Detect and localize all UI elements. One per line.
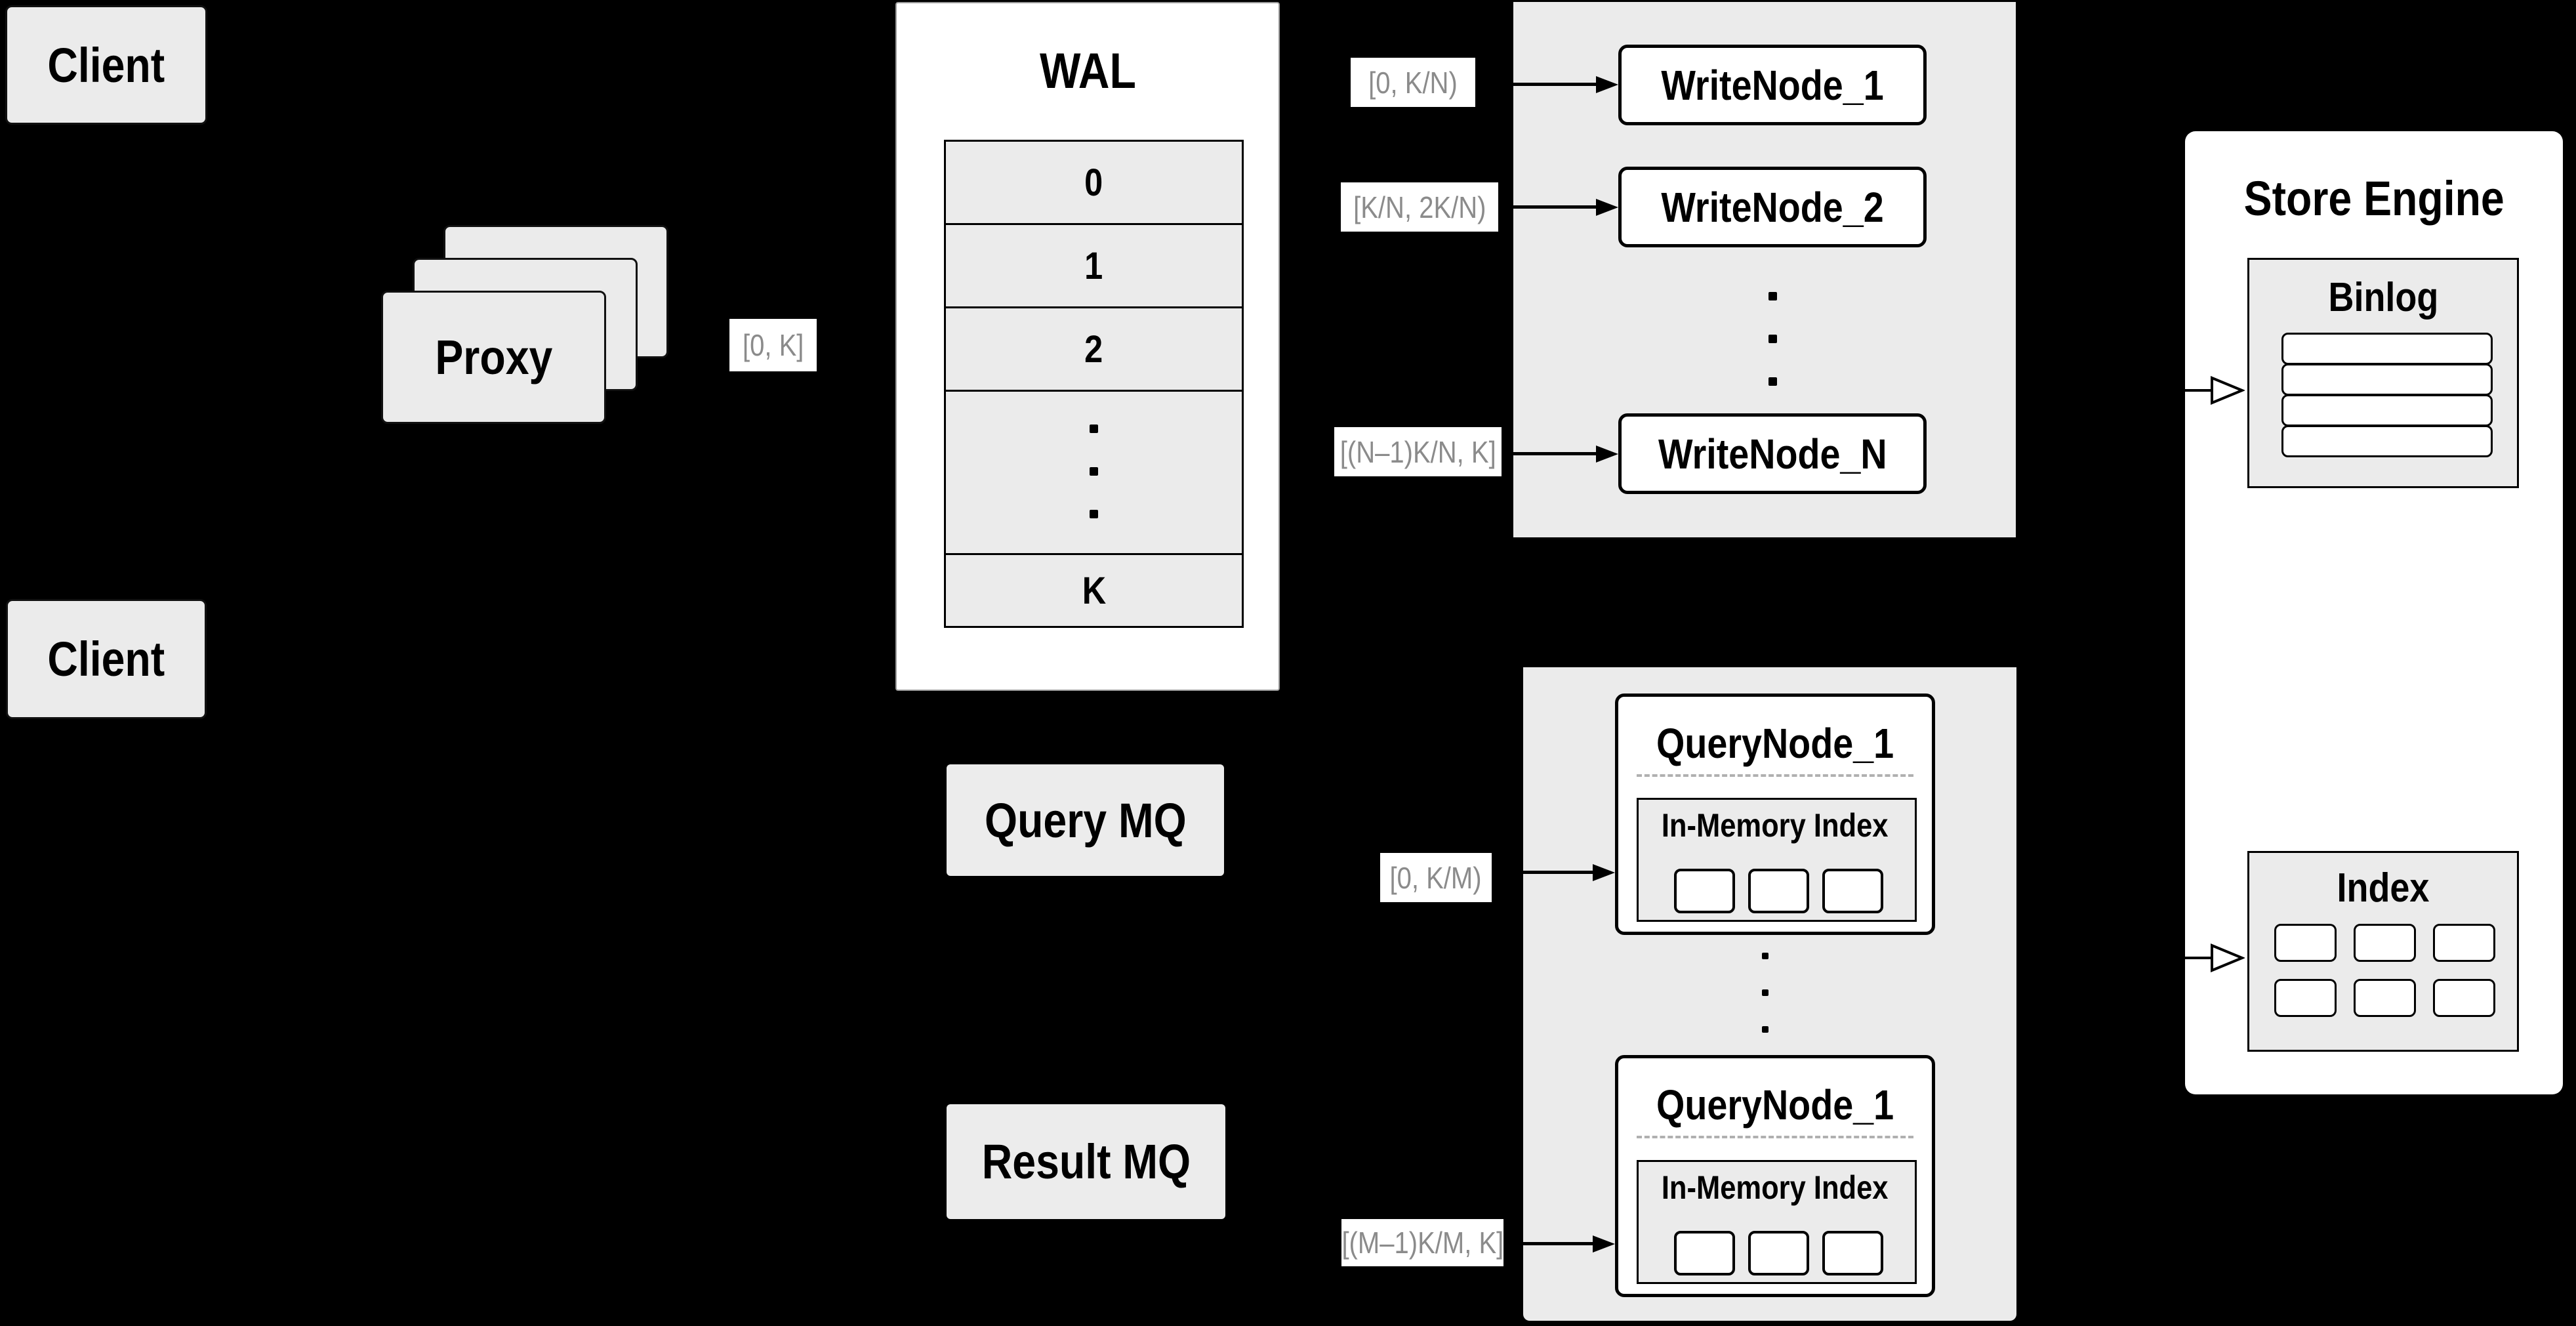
wal-ellipsis-dot — [1090, 510, 1098, 518]
label-range-write-1: [0, K/N) — [1351, 58, 1475, 107]
wal-title: WAL — [1039, 43, 1136, 99]
arrow-line-query-m — [1503, 1242, 1597, 1245]
query-node-top-box: QueryNode_1 In-Memory Index — [1615, 694, 1935, 935]
write-node-n-box: WriteNode_N — [1618, 413, 1927, 494]
write-node-2-box: WriteNode_2 — [1618, 167, 1927, 247]
index-segment — [1748, 869, 1809, 913]
proxy-label: Proxy — [435, 330, 552, 384]
arrow-line-write-n — [1502, 452, 1600, 455]
query-node-bottom-title: QueryNode_1 — [1656, 1081, 1894, 1129]
write-node-1-box: WriteNode_1 — [1618, 45, 1927, 125]
wal-row-k: K — [944, 553, 1244, 628]
client-top-label: Client — [47, 37, 165, 93]
arrow-line-write-2 — [1498, 205, 1600, 209]
index-segment — [1822, 869, 1883, 913]
index-segment — [1822, 1231, 1883, 1275]
write-nodes-ellipsis-dot — [1768, 377, 1777, 386]
arrow-line-binlog — [2125, 389, 2214, 392]
wal-ellipsis-dot — [1090, 425, 1098, 433]
binlog-title: Binlog — [2328, 274, 2438, 320]
index-file — [2354, 924, 2416, 962]
arrow-head-write-1 — [1596, 76, 1618, 93]
binlog-row — [2281, 333, 2493, 365]
query-node-top-divider — [1637, 774, 1913, 777]
wal-row-2: 2 — [944, 306, 1244, 392]
index-file — [2274, 979, 2337, 1017]
binlog-row — [2281, 363, 2493, 396]
write-nodes-ellipsis-dot — [1768, 292, 1777, 300]
query-nodes-ellipsis-dot — [1762, 1026, 1768, 1033]
result-mq-box: Result MQ — [947, 1104, 1225, 1219]
wal-box: WAL 0 1 2 K — [895, 2, 1280, 691]
arrow-head-query-m — [1593, 1235, 1615, 1253]
label-range-write-n: [(N–1)K/N, K] — [1334, 427, 1502, 476]
query-nodes-ellipsis-dot — [1762, 953, 1768, 959]
query-mq-box: Query MQ — [947, 764, 1224, 876]
client-bottom-label: Client — [47, 632, 165, 686]
label-proxy-to-wal: [0, K] — [729, 319, 817, 371]
arrow-line-write-1 — [1475, 83, 1600, 86]
label-range-query-m: [(M–1)K/M, K] — [1341, 1219, 1503, 1266]
wal-ellipsis-dot — [1090, 467, 1098, 476]
in-memory-index-title: In-Memory Index — [1662, 807, 1889, 844]
query-nodes-ellipsis-dot — [1762, 989, 1768, 996]
arrow-head-query-1 — [1593, 864, 1615, 881]
arrow-line-query-1 — [1492, 871, 1597, 874]
index-title: Index — [2337, 865, 2430, 911]
query-node-bottom-divider — [1637, 1136, 1913, 1138]
query-node-top-title: QueryNode_1 — [1656, 720, 1894, 767]
client-top-box: Client — [5, 5, 207, 125]
store-engine-box: Store Engine Binlog Index — [2185, 131, 2563, 1094]
binlog-row — [2281, 394, 2493, 426]
arrow-head-write-2 — [1596, 199, 1618, 216]
index-file — [2433, 924, 2495, 962]
write-nodes-ellipsis-dot — [1768, 335, 1777, 343]
index-file — [2354, 979, 2416, 1017]
arrow-head-index — [2211, 943, 2245, 972]
label-range-write-2: [K/N, 2K/N) — [1341, 182, 1498, 232]
binlog-row — [2281, 425, 2493, 457]
arrow-head-binlog — [2211, 376, 2245, 405]
query-node-bottom-box: QueryNode_1 In-Memory Index — [1615, 1055, 1935, 1297]
store-engine-title: Store Engine — [2243, 171, 2504, 226]
index-segment — [1674, 869, 1735, 913]
arrow-head-write-n — [1596, 445, 1618, 463]
wal-row-1: 1 — [944, 223, 1244, 308]
arrow-line-index — [2125, 957, 2214, 959]
index-box: Index — [2247, 851, 2519, 1052]
label-range-query-1: [0, K/M) — [1380, 853, 1492, 902]
wal-table: 0 1 2 K — [944, 140, 1244, 628]
index-segment — [1674, 1231, 1735, 1275]
index-segment — [1748, 1231, 1809, 1275]
wal-row-0: 0 — [944, 140, 1244, 225]
proxy-card-front: Proxy — [381, 291, 606, 424]
index-file — [2433, 979, 2495, 1017]
binlog-box: Binlog — [2247, 258, 2519, 488]
client-bottom-box: Client — [6, 599, 207, 719]
index-file — [2274, 924, 2337, 962]
in-memory-index-title: In-Memory Index — [1662, 1169, 1889, 1206]
